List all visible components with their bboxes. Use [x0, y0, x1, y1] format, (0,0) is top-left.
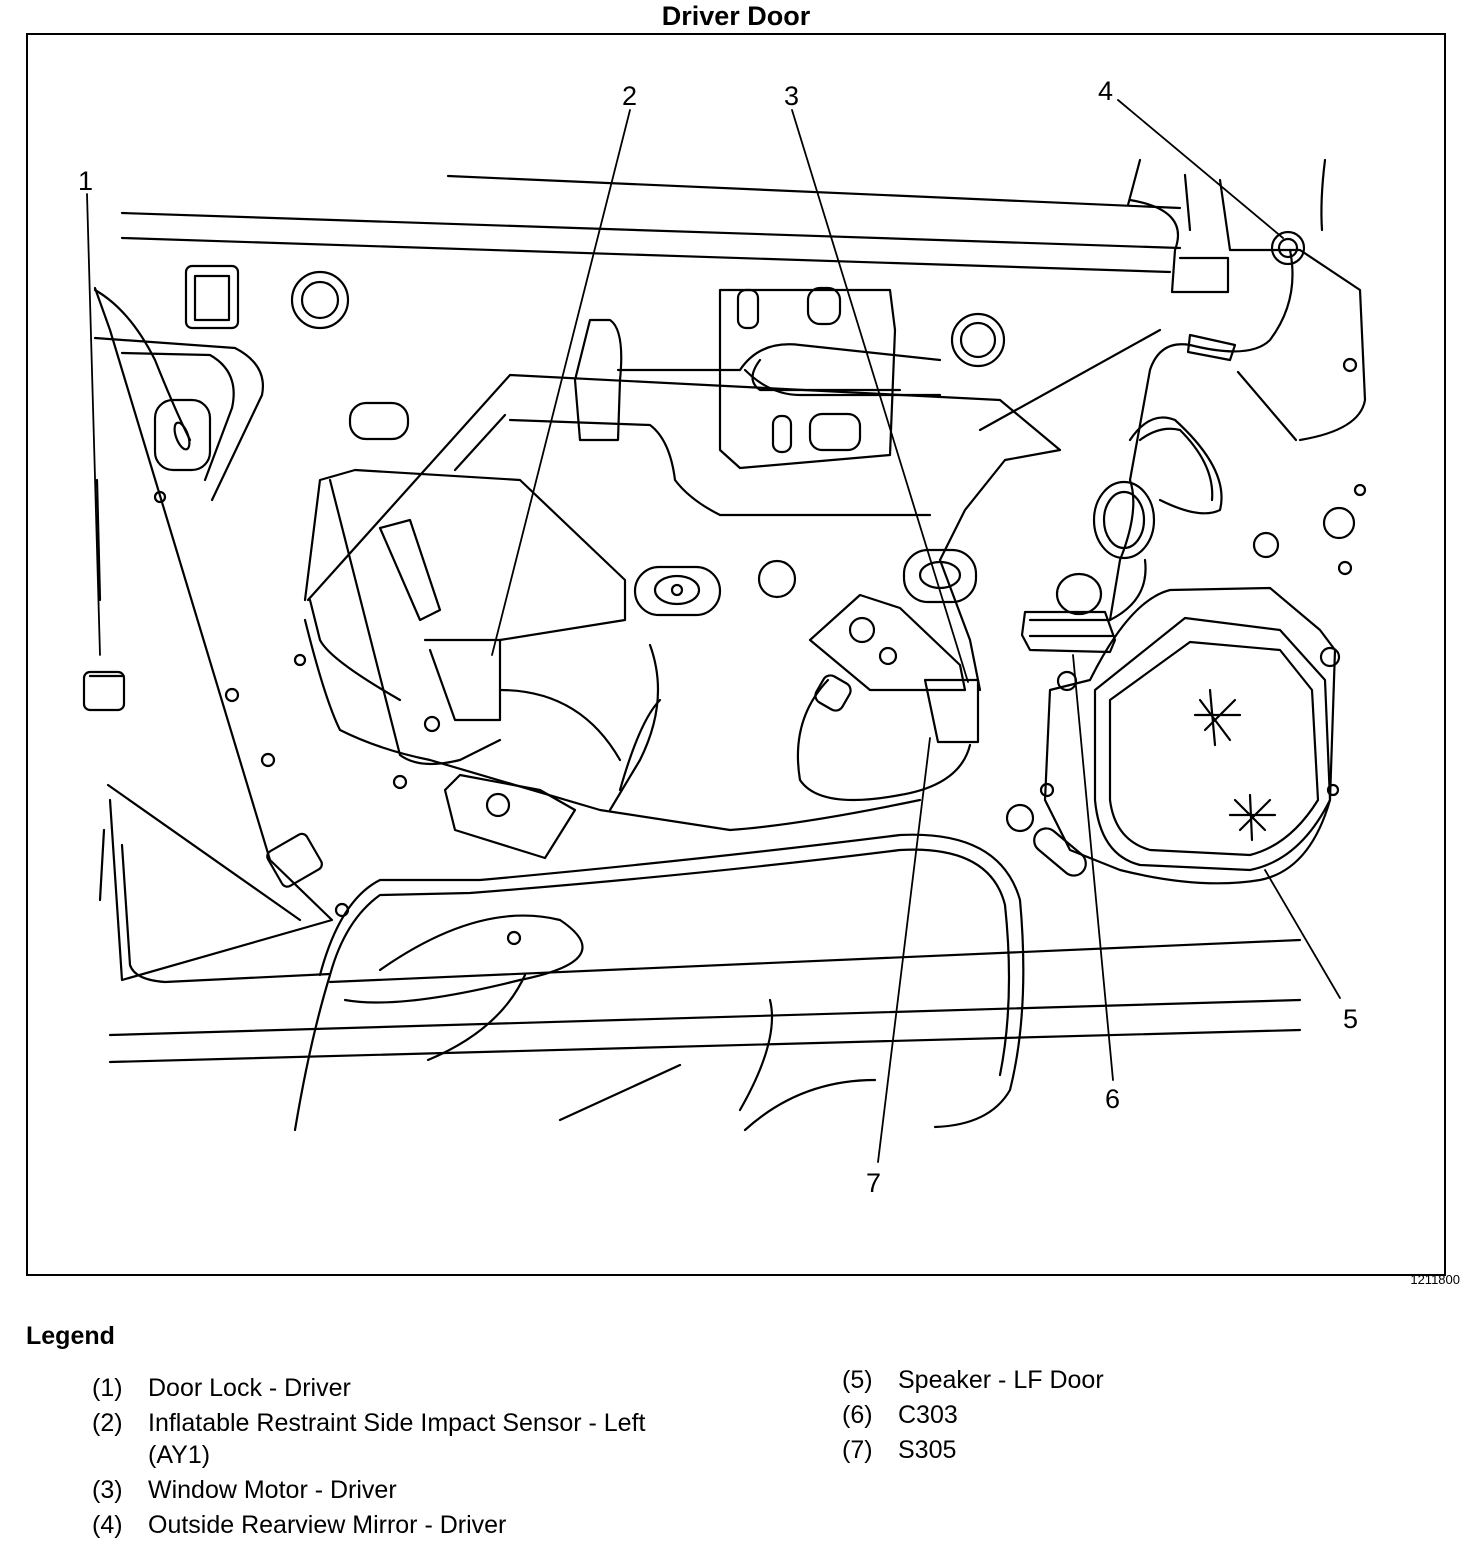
- legend-item: (1) Door Lock - Driver: [92, 1372, 692, 1404]
- leader-line-2: [491, 109, 631, 656]
- window-frame-line: [446, 174, 1182, 210]
- legend-right-column: (5) Speaker - LF Door (6) C303 (7) S305: [842, 1364, 1342, 1469]
- diagram-title: Driver Door: [661, 1, 811, 31]
- panel-hole: [184, 264, 240, 330]
- legend-text: Inflatable Restraint Side Impact Sensor …: [148, 1409, 646, 1469]
- leader-line-3: [791, 109, 969, 683]
- leader-line-4: [1117, 99, 1284, 239]
- legend-text: Speaker - LF Door: [898, 1366, 1104, 1394]
- legend-number: (5): [842, 1366, 873, 1394]
- wiring-harness: [318, 833, 1025, 1129]
- legend-item: (2) Inflatable Restraint Side Impact Sen…: [92, 1407, 692, 1471]
- legend-text: Door Lock - Driver: [148, 1374, 351, 1402]
- legend-text: Window Motor - Driver: [148, 1476, 397, 1504]
- callout-3: 3: [784, 81, 799, 111]
- callout-5: 5: [1343, 1004, 1358, 1034]
- legend-number: (7): [842, 1436, 873, 1464]
- legend-item: (5) Speaker - LF Door: [842, 1364, 1342, 1396]
- door-illustration: 1 2 3 4 5 6 7: [78, 76, 1367, 1198]
- window-frame-line: [120, 211, 1182, 250]
- callout-7: 7: [866, 1168, 881, 1198]
- legend-number: (3): [92, 1476, 123, 1504]
- upper-trim: [1126, 158, 1367, 442]
- leader-line-5: [1264, 869, 1341, 999]
- leader-line-6: [1072, 654, 1114, 1081]
- window-frame-line: [120, 236, 1172, 274]
- legend-number: (6): [842, 1401, 873, 1429]
- legend-item: (7) S305: [842, 1434, 1342, 1466]
- door-lock-driver: [82, 670, 126, 712]
- connector-c303: [1020, 610, 1117, 654]
- speaker-lf-door: [1043, 586, 1337, 885]
- legend-text: C303: [898, 1401, 958, 1429]
- legend-item: (4) Outside Rearview Mirror - Driver: [92, 1509, 692, 1541]
- figure-id: 1211800: [1410, 1272, 1460, 1287]
- lock-rod: [93, 288, 192, 442]
- legend-text: Outside Rearview Mirror - Driver: [148, 1511, 507, 1539]
- callout-6: 6: [1105, 1084, 1120, 1114]
- legend-item: (6) C303: [842, 1399, 1342, 1431]
- callout-4: 4: [1098, 76, 1113, 106]
- inner-panel: [93, 336, 264, 502]
- legend-number: (1): [92, 1374, 123, 1402]
- side-impact-sensor: [378, 518, 442, 622]
- callout-1: 1: [78, 166, 93, 196]
- legend-number: (4): [92, 1511, 123, 1539]
- leader-line-1: [86, 193, 101, 656]
- legend-text: S305: [898, 1436, 957, 1464]
- legend-item: (3) Window Motor - Driver: [92, 1474, 692, 1506]
- mirror-harness: [1108, 248, 1294, 622]
- diagram-frame: [26, 33, 1446, 1276]
- legend-left-column: (1) Door Lock - Driver (2) Inflatable Re…: [92, 1372, 692, 1544]
- legend-number: (2): [92, 1409, 123, 1437]
- window-channel: [1128, 198, 1230, 294]
- leader-line-7: [877, 737, 931, 1163]
- legend-heading: Legend: [26, 1322, 115, 1350]
- door-skin-top: [978, 328, 1298, 442]
- callout-2: 2: [622, 81, 637, 111]
- regulator-panel: [306, 373, 1062, 692]
- handle-mechanism: [718, 288, 897, 470]
- window-motor-driver: [808, 593, 967, 692]
